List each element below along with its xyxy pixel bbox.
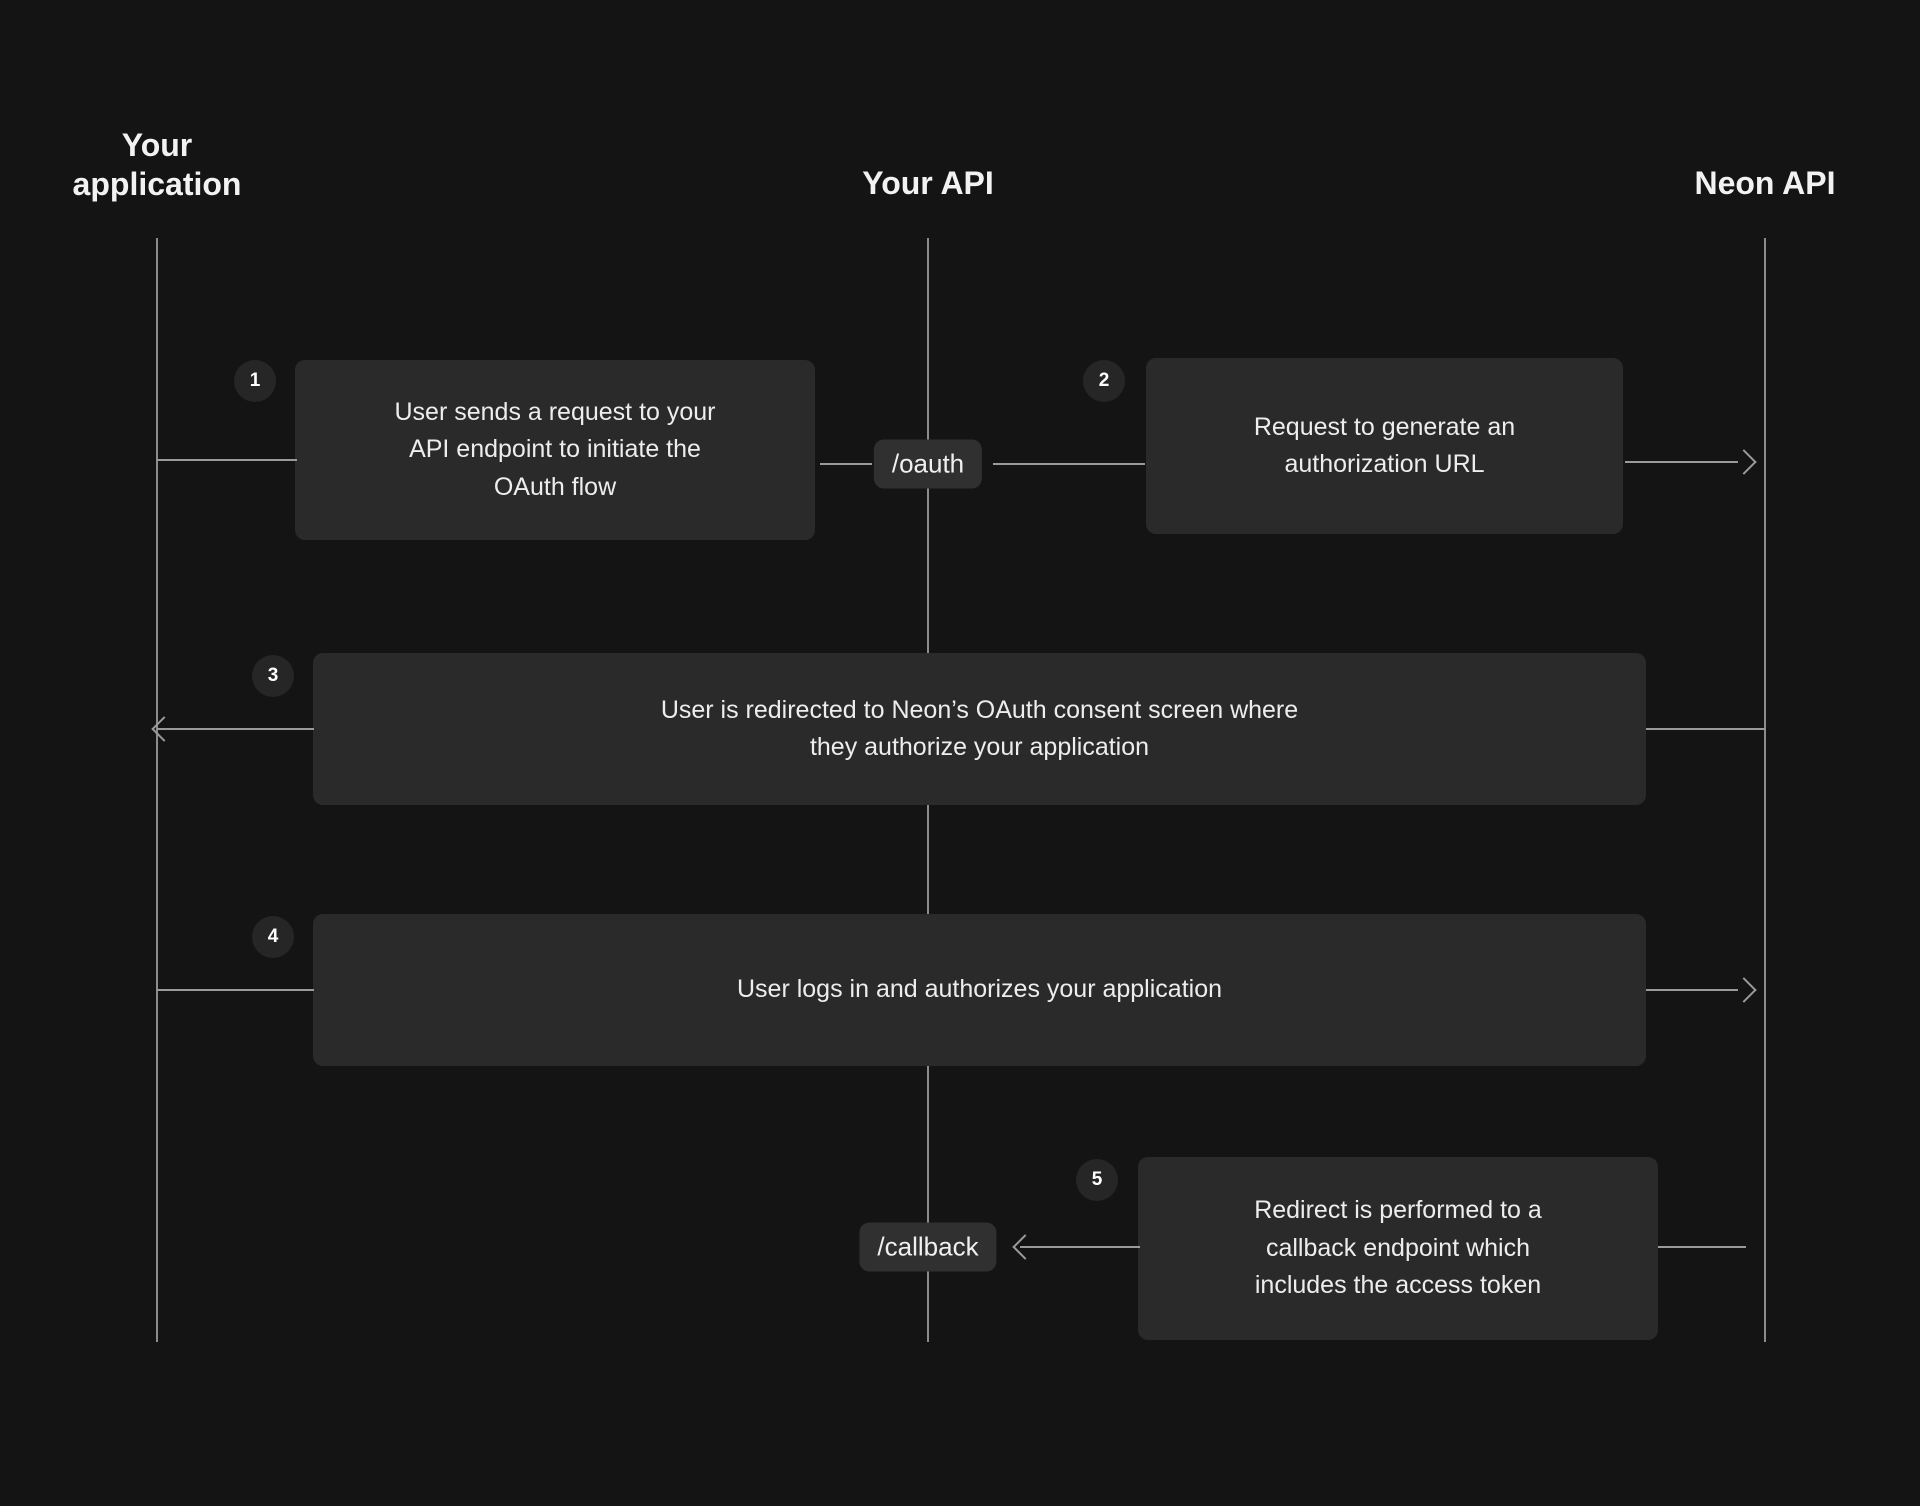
- arrowhead-step-2-out-icon: [1731, 449, 1757, 475]
- step-2-badge: 2: [1083, 360, 1125, 402]
- step-5-badge: 5: [1076, 1159, 1118, 1201]
- step-3-badge: 3: [252, 655, 294, 697]
- step-3-text: User is redirected to Neon’s OAuth conse…: [660, 695, 1299, 762]
- step-5-box: Redirect is performed to a callback endp…: [1138, 1157, 1658, 1340]
- step-4-text: User logs in and authorizes your applica…: [737, 975, 1222, 1004]
- connector-step-3-right: [1646, 728, 1765, 730]
- step-4-box: User logs in and authorizes your applica…: [313, 914, 1646, 1066]
- connector-step-4-right: [1646, 989, 1738, 991]
- step-3-box: User is redirected to Neon’s OAuth conse…: [313, 653, 1646, 805]
- connector-step-4-left: [157, 989, 314, 991]
- oauth-endpoint-pill[interactable]: /oauth: [873, 439, 983, 489]
- step-5-text: Redirect is performed to a callback endp…: [1254, 1196, 1542, 1300]
- connector-oauth-to-step-2: [993, 463, 1145, 465]
- lifeline-neon-api: [1764, 238, 1766, 1342]
- connector-step-1-out: [820, 463, 872, 465]
- step-1-box: User sends a request to your API endpoin…: [295, 360, 815, 540]
- lifeline-header-neon-api: Neon API: [1694, 165, 1836, 201]
- step-1-badge: 1: [234, 360, 276, 402]
- connector-step-3-left: [157, 728, 314, 730]
- step-4-badge: 4: [252, 916, 294, 958]
- connector-step-2-out: [1625, 461, 1738, 463]
- lifeline-header-your-api: Your API: [862, 165, 994, 201]
- connector-step-5-to-callback: [1020, 1246, 1140, 1248]
- lifeline-header-your-application: Your application: [72, 127, 242, 203]
- connector-step-5-right: [1658, 1246, 1746, 1248]
- lifeline-your-application: [156, 238, 158, 1342]
- connector-step-1-in: [157, 459, 297, 461]
- arrowhead-step-4-out-icon: [1731, 977, 1757, 1003]
- step-2-text: Request to generate an authorization URL: [1253, 412, 1516, 479]
- step-2-box: Request to generate an authorization URL: [1146, 358, 1623, 534]
- step-1-text: User sends a request to your API endpoin…: [394, 397, 716, 501]
- callback-endpoint-pill[interactable]: /callback: [859, 1222, 997, 1272]
